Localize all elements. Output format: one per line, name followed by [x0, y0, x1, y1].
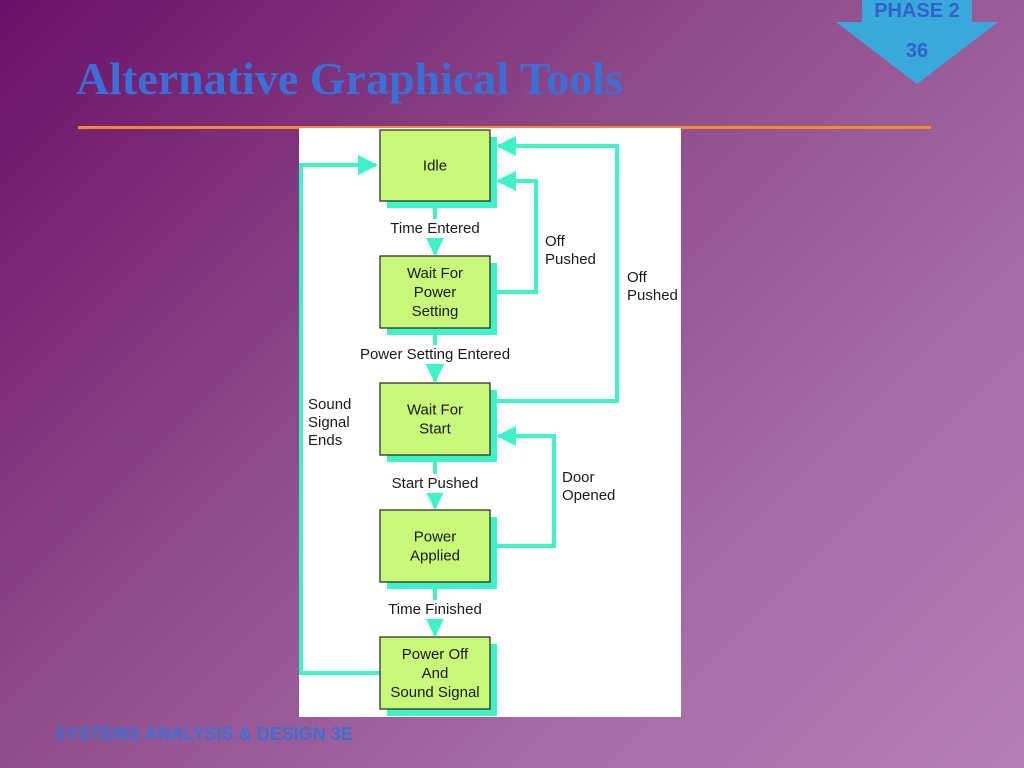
badge-arrow-shape — [836, 0, 998, 84]
label-time-entered: Time Entered — [390, 220, 479, 237]
label-power-setting-entered-bg — [351, 345, 519, 364]
state-idle-box — [379, 129, 491, 202]
label-time-entered-bg — [385, 219, 485, 238]
label-start-pushed: Start Pushed — [392, 475, 479, 492]
title-underline — [78, 126, 931, 129]
edge-power-applied-to-wait-start — [494, 426, 556, 548]
label-start-pushed-bg — [385, 474, 485, 493]
label-time-finished-bg — [381, 600, 489, 619]
state-wait-for-start-box — [379, 382, 491, 456]
state-wait-for-power-setting-box — [379, 255, 491, 329]
badge-phase-label: PHASE 2 — [874, 0, 960, 22]
footer-course-title: SYSTEMS ANALYSIS & DESIGN 3E — [54, 724, 353, 744]
edge-wait-start-to-idle — [494, 136, 619, 403]
state-power-applied-box — [379, 509, 491, 583]
phase-badge — [834, 0, 1000, 86]
state-idle-label: Idle — [423, 158, 447, 175]
edge-power-off-to-idle — [299, 155, 380, 675]
badge-slide-number: 36 — [905, 40, 929, 62]
slide-title: Alternative Graphical Tools — [76, 53, 623, 104]
label-time-finished: Time Finished — [388, 601, 482, 618]
state-power-off-and-sound-signal-box — [379, 636, 491, 710]
label-power-setting-entered: Power Setting Entered — [360, 346, 510, 363]
edge-wait-power-to-idle — [494, 171, 538, 294]
